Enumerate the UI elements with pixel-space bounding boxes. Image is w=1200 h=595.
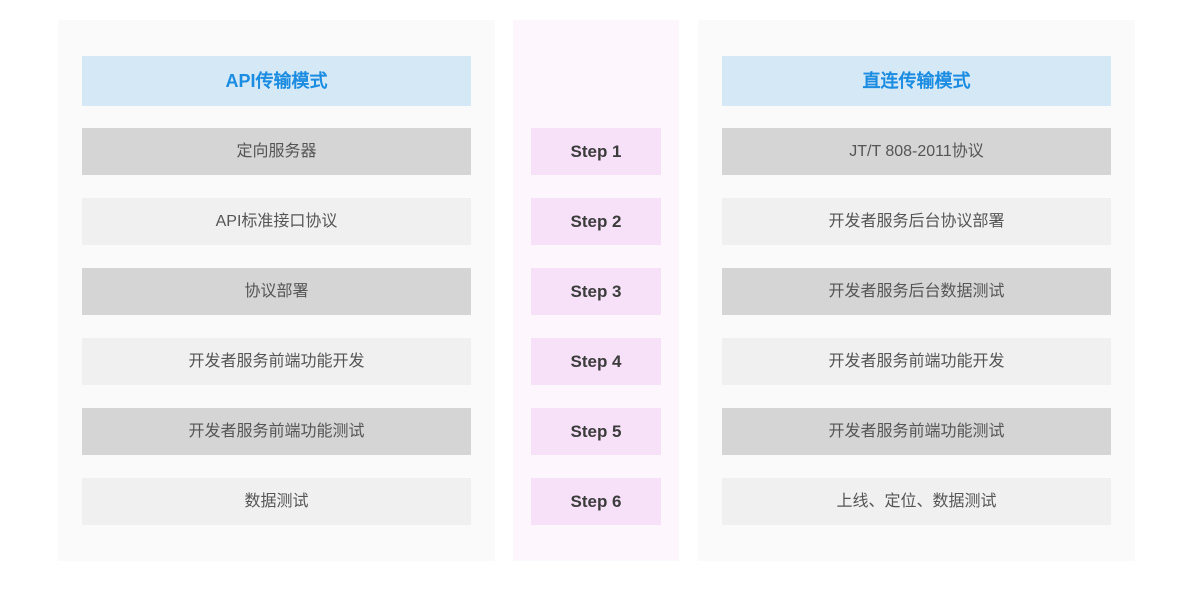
api-mode-rows: 定向服务器 API标准接口协议 协议部署 开发者服务前端功能开发 开发者服务前端… xyxy=(82,128,471,525)
api-mode-step-row: 开发者服务前端功能测试 xyxy=(82,408,471,455)
api-mode-step-row: 开发者服务前端功能开发 xyxy=(82,338,471,385)
steps-list: Step 1 Step 2 Step 3 Step 4 Step 5 Step … xyxy=(513,128,679,525)
direct-mode-panel: 直连传输模式 JT/T 808-2011协议 开发者服务后台协议部署 开发者服务… xyxy=(698,20,1135,561)
api-mode-title: API传输模式 xyxy=(82,56,471,106)
step-badge: Step 3 xyxy=(531,268,661,315)
direct-mode-rows: JT/T 808-2011协议 开发者服务后台协议部署 开发者服务后台数据测试 … xyxy=(722,128,1111,525)
direct-mode-step-row: 上线、定位、数据测试 xyxy=(722,478,1111,525)
api-mode-step-row: API标准接口协议 xyxy=(82,198,471,245)
step-badge: Step 2 xyxy=(531,198,661,245)
step-badge: Step 4 xyxy=(531,338,661,385)
direct-mode-step-row: 开发者服务前端功能开发 xyxy=(722,338,1111,385)
direct-mode-title: 直连传输模式 xyxy=(722,56,1111,106)
direct-mode-step-row: 开发者服务后台数据测试 xyxy=(722,268,1111,315)
step-badge: Step 6 xyxy=(531,478,661,525)
direct-mode-step-row: 开发者服务后台协议部署 xyxy=(722,198,1111,245)
api-mode-step-row: 数据测试 xyxy=(82,478,471,525)
steps-panel: Step 1 Step 2 Step 3 Step 4 Step 5 Step … xyxy=(513,20,679,561)
step-badge: Step 1 xyxy=(531,128,661,175)
api-mode-step-row: 定向服务器 xyxy=(82,128,471,175)
api-mode-panel: API传输模式 定向服务器 API标准接口协议 协议部署 开发者服务前端功能开发… xyxy=(58,20,495,561)
direct-mode-step-row: JT/T 808-2011协议 xyxy=(722,128,1111,175)
direct-mode-step-row: 开发者服务前端功能测试 xyxy=(722,408,1111,455)
api-mode-step-row: 协议部署 xyxy=(82,268,471,315)
step-badge: Step 5 xyxy=(531,408,661,455)
